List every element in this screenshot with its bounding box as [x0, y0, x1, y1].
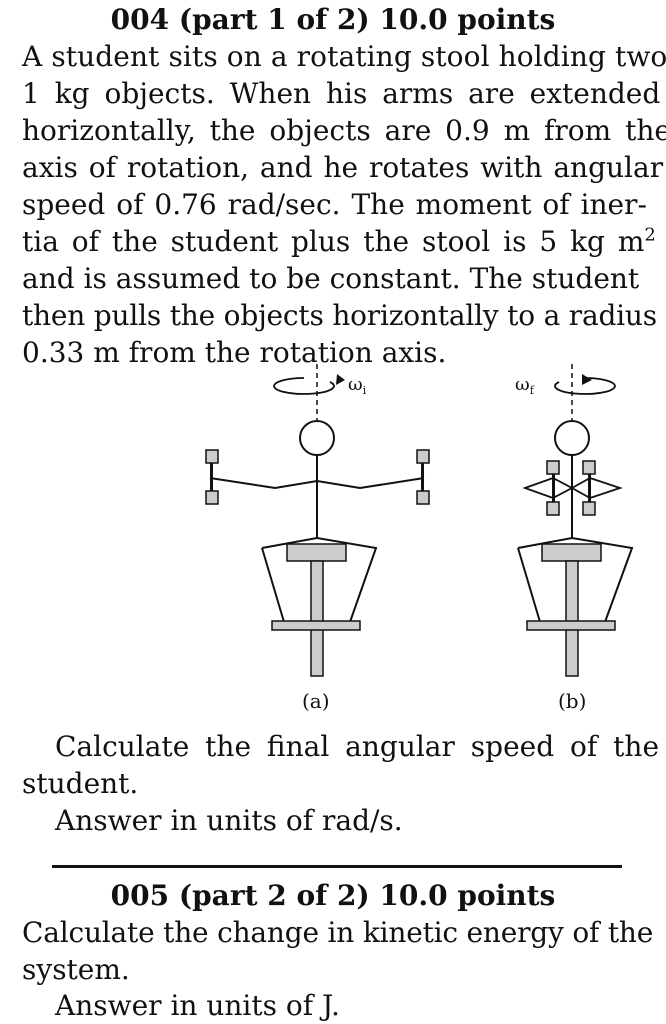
figure-a-arms-extended — [205, 364, 430, 677]
question-004-header: 004 (part 1 of 2) 10.0 points — [110, 3, 556, 36]
question-004-prompt-line-2: student. — [22, 767, 139, 800]
problem-line-6-text: tia of the student plus the stool is 5 k… — [22, 225, 645, 258]
question-005-prompt-line-1: Calculate the change in kinetic energy o… — [22, 916, 654, 949]
question-005-answer-units: Answer in units of J. — [55, 989, 340, 1022]
problem-line-3: horizontally, the objects are 0.9 m from… — [22, 114, 666, 147]
exponent-2: 2 — [644, 224, 656, 246]
question-005-header: 005 (part 2 of 2) 10.0 points — [110, 879, 556, 912]
problem-line-2: 1 kg objects. When his arms are extended — [22, 77, 661, 110]
problem-line-9: 0.33 m from the rotation axis. — [22, 336, 447, 369]
figure-b-arms-pulled-in — [517, 364, 634, 677]
problem-line-8: then pulls the objects horizontally to a… — [22, 299, 657, 332]
figure-label-a: (a) — [302, 689, 330, 713]
question-004-answer-units: Answer in units of rad/s. — [55, 804, 403, 837]
problem-line-7: and is assumed to be constant. The stude… — [22, 262, 640, 295]
rotating-stool-figure: ωi (a) ωf (b) — [205, 364, 634, 713]
question-005-prompt-line-2: system. — [22, 953, 130, 986]
problem-line-4: axis of rotation, and he rotates with an… — [22, 151, 664, 184]
omega-i-label: ωi — [348, 374, 367, 397]
problem-line-5: speed of 0.76 rad/sec. The moment of ine… — [22, 188, 647, 221]
question-divider — [52, 865, 622, 868]
problem-line-1: A student sits on a rotating stool holdi… — [22, 40, 666, 73]
figure-label-b: (b) — [558, 689, 586, 713]
question-004-prompt-line-1: Calculate the final angular speed of the — [55, 730, 660, 763]
omega-f-label: ωf — [515, 374, 535, 397]
problem-line-6: tia of the student plus the stool is 5 k… — [22, 223, 656, 260]
